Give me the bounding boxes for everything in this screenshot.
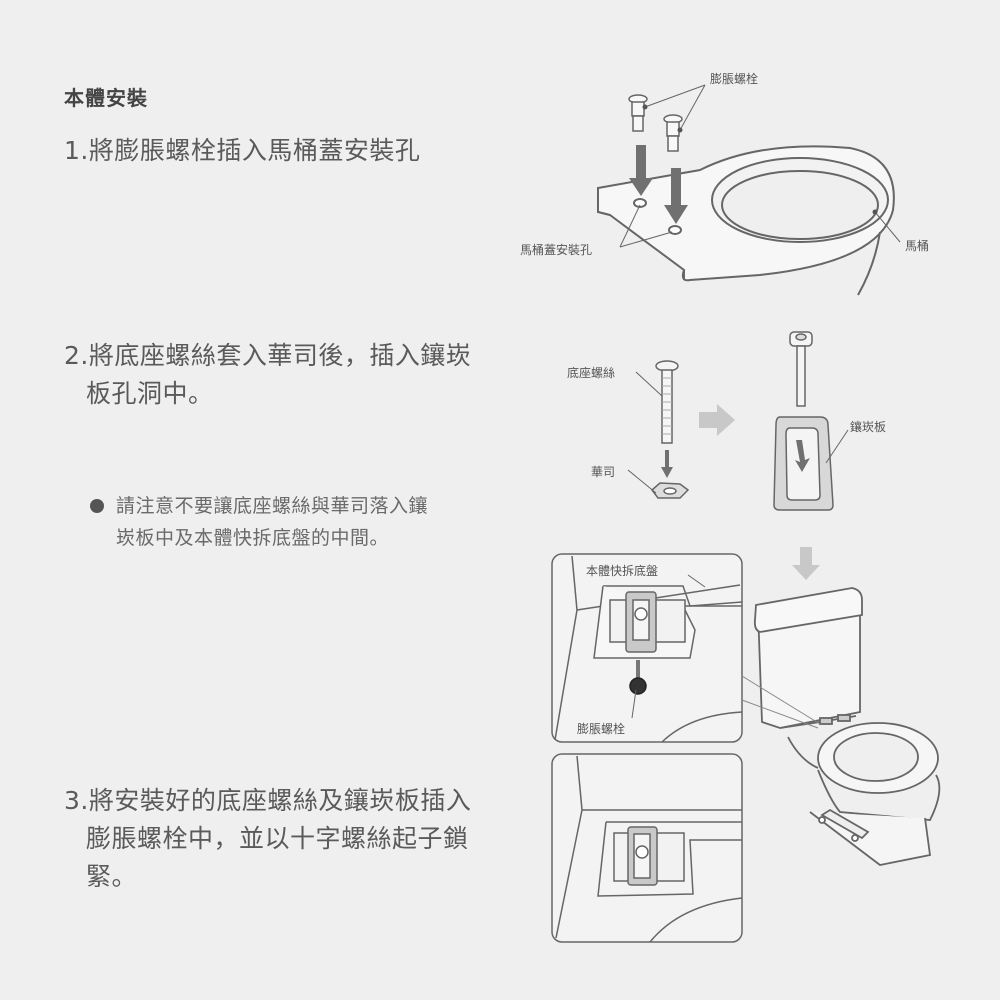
step-3-text-line2: 膨脹螺栓中，並以十字螺絲起子鎖 bbox=[86, 824, 469, 853]
step-3: 3.將安裝好的底座螺絲及鑲崁板插入 膨脹螺栓中，並以十字螺絲起子鎖 緊。 bbox=[64, 782, 471, 896]
label-inlay-plate: 鑲崁板 bbox=[850, 420, 887, 434]
step-2-text-line2: 板孔洞中。 bbox=[86, 379, 214, 408]
label-washer: 華司 bbox=[591, 465, 616, 479]
step-2-text-line1: 2.將底座螺絲套入華司後，插入鑲崁 bbox=[64, 341, 472, 370]
inset-installed-plate bbox=[551, 753, 743, 943]
diagram-screw-plate bbox=[650, 331, 834, 511]
bullet-icon bbox=[90, 499, 104, 513]
inset-quick-release-base bbox=[551, 553, 743, 743]
note-line2: 崁板中及本體快拆底盤的中間。 bbox=[116, 527, 390, 549]
down-arrow-icon bbox=[792, 547, 820, 580]
step-3-text-line1: 3.將安裝好的底座螺絲及鑲崁板插入 bbox=[64, 786, 472, 815]
label-expansion-bolt-inset: 膨脹螺栓 bbox=[577, 722, 626, 736]
down-arrow-icon bbox=[661, 450, 673, 478]
down-arrow-icon bbox=[629, 145, 688, 224]
label-expansion-bolt: 膨脹螺栓 bbox=[710, 72, 759, 86]
diagram-lid-bolts bbox=[597, 94, 895, 296]
step-1-text: 1.將膨脹螺栓插入馬桶蓋安裝孔 bbox=[64, 136, 421, 165]
label-quick-release-base: 本體快拆底盤 bbox=[586, 564, 659, 578]
toilet-illustration bbox=[753, 587, 941, 866]
label-toilet: 馬桶 bbox=[905, 239, 930, 253]
step-3-text-line3: 緊。 bbox=[86, 862, 138, 891]
right-arrow-icon bbox=[699, 404, 735, 436]
note-line1: 請注意不要讓底座螺絲與華司落入鑲 bbox=[116, 495, 429, 517]
step-1: 1.將膨脹螺栓插入馬桶蓋安裝孔 bbox=[64, 132, 420, 170]
caution-note: 請注意不要讓底座螺絲與華司落入鑲 崁板中及本體快拆底盤的中間。 bbox=[90, 490, 428, 554]
label-lid-install-hole: 馬桶蓋安裝孔 bbox=[520, 243, 593, 257]
step-2: 2.將底座螺絲套入華司後，插入鑲崁 板孔洞中。 bbox=[64, 337, 471, 413]
label-base-screw: 底座螺絲 bbox=[567, 366, 616, 380]
section-heading: 本體安裝 bbox=[64, 86, 148, 110]
